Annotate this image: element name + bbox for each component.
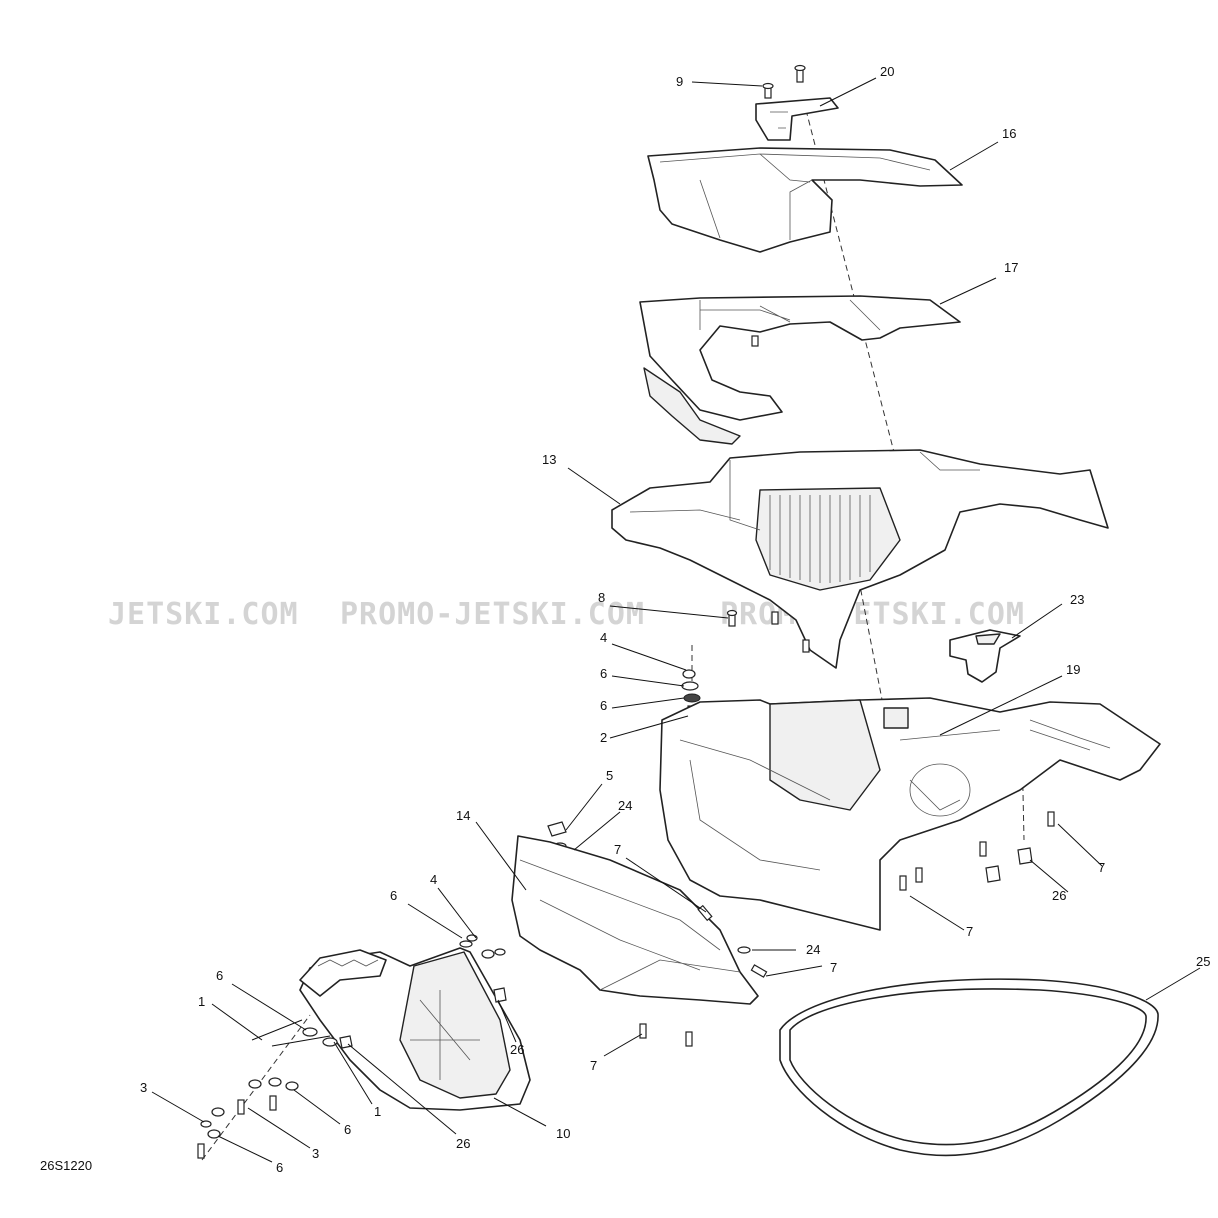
callout-6-top-a: 6 [600,666,607,681]
callout-6-lower: 6 [344,1122,351,1137]
part-25-gasket [779,978,1159,1157]
callout-7-d: 7 [830,960,837,975]
axis-line-middle [854,559,886,716]
callout-7-b: 7 [1098,860,1105,875]
callout-13: 13 [542,452,556,467]
part-20-bracket [755,97,839,141]
callout-26-mid: 26 [510,1042,524,1057]
callout-4-mid: 4 [430,872,437,887]
callout-6-bottom: 6 [276,1160,283,1175]
part-7-screws-middle [639,904,768,1047]
callout-4-top: 4 [600,630,607,645]
callout-16: 16 [1002,126,1016,141]
part-13-mid-body [611,449,1109,669]
part-19-lower-tub [659,697,1161,931]
leader-lines [151,77,1201,1163]
callout-5: 5 [606,768,613,783]
watermark-jetski: JETSKI.COM [108,597,299,632]
callout-labels: 9 20 16 17 13 8 23 4 6 6 2 19 5 24 14 7 … [140,64,1210,1175]
callout-19: 19 [1066,662,1080,677]
callout-17: 17 [1004,260,1018,275]
callout-1-a: 1 [198,994,205,1009]
callout-3-b: 3 [312,1146,319,1161]
part-17-upper-frame [639,295,961,445]
callout-6-mid: 6 [390,888,397,903]
watermark-promo-jetski-2: PROMO-JETSKI.COM [720,597,1025,632]
callout-25: 25 [1196,954,1210,969]
part-7-screws-right [899,811,1055,891]
callout-24-top: 24 [618,798,632,813]
part-14-side-panel [511,835,759,1005]
part-9-screws [762,64,806,99]
watermark-promo-jetski-1: PROMO-JETSKI.COM [340,597,645,632]
callout-24-mid: 24 [806,942,820,957]
callout-6-left: 6 [216,968,223,983]
callout-14: 14 [456,808,470,823]
callout-26-right: 26 [1052,888,1066,903]
part-26-clips-right [985,847,1033,883]
callout-10: 10 [556,1126,570,1141]
axis-line-top [805,109,906,496]
callout-7-e: 7 [590,1058,597,1073]
drawing-code: 26S1220 [40,1158,92,1173]
callout-8: 8 [598,590,605,605]
part-10-spring-bracket [299,947,531,1111]
callout-26-lower: 26 [456,1136,470,1151]
callout-23: 23 [1070,592,1084,607]
part-23-clip [949,629,1021,683]
callout-7-a: 7 [614,842,621,857]
watermark-group: JETSKI.COM PROMO-JETSKI.COM PROMO-JETSKI… [108,597,1025,632]
callout-9: 9 [676,74,683,89]
callout-2: 2 [600,730,607,745]
callout-6-top-b: 6 [600,698,607,713]
part-16-top-cover [647,147,963,253]
part-8-screws [726,609,810,653]
callout-20: 20 [880,64,894,79]
hardware-left [197,934,507,1159]
callout-3-a: 3 [140,1080,147,1095]
callout-1-b: 1 [374,1104,381,1119]
callout-7-c: 7 [966,924,973,939]
